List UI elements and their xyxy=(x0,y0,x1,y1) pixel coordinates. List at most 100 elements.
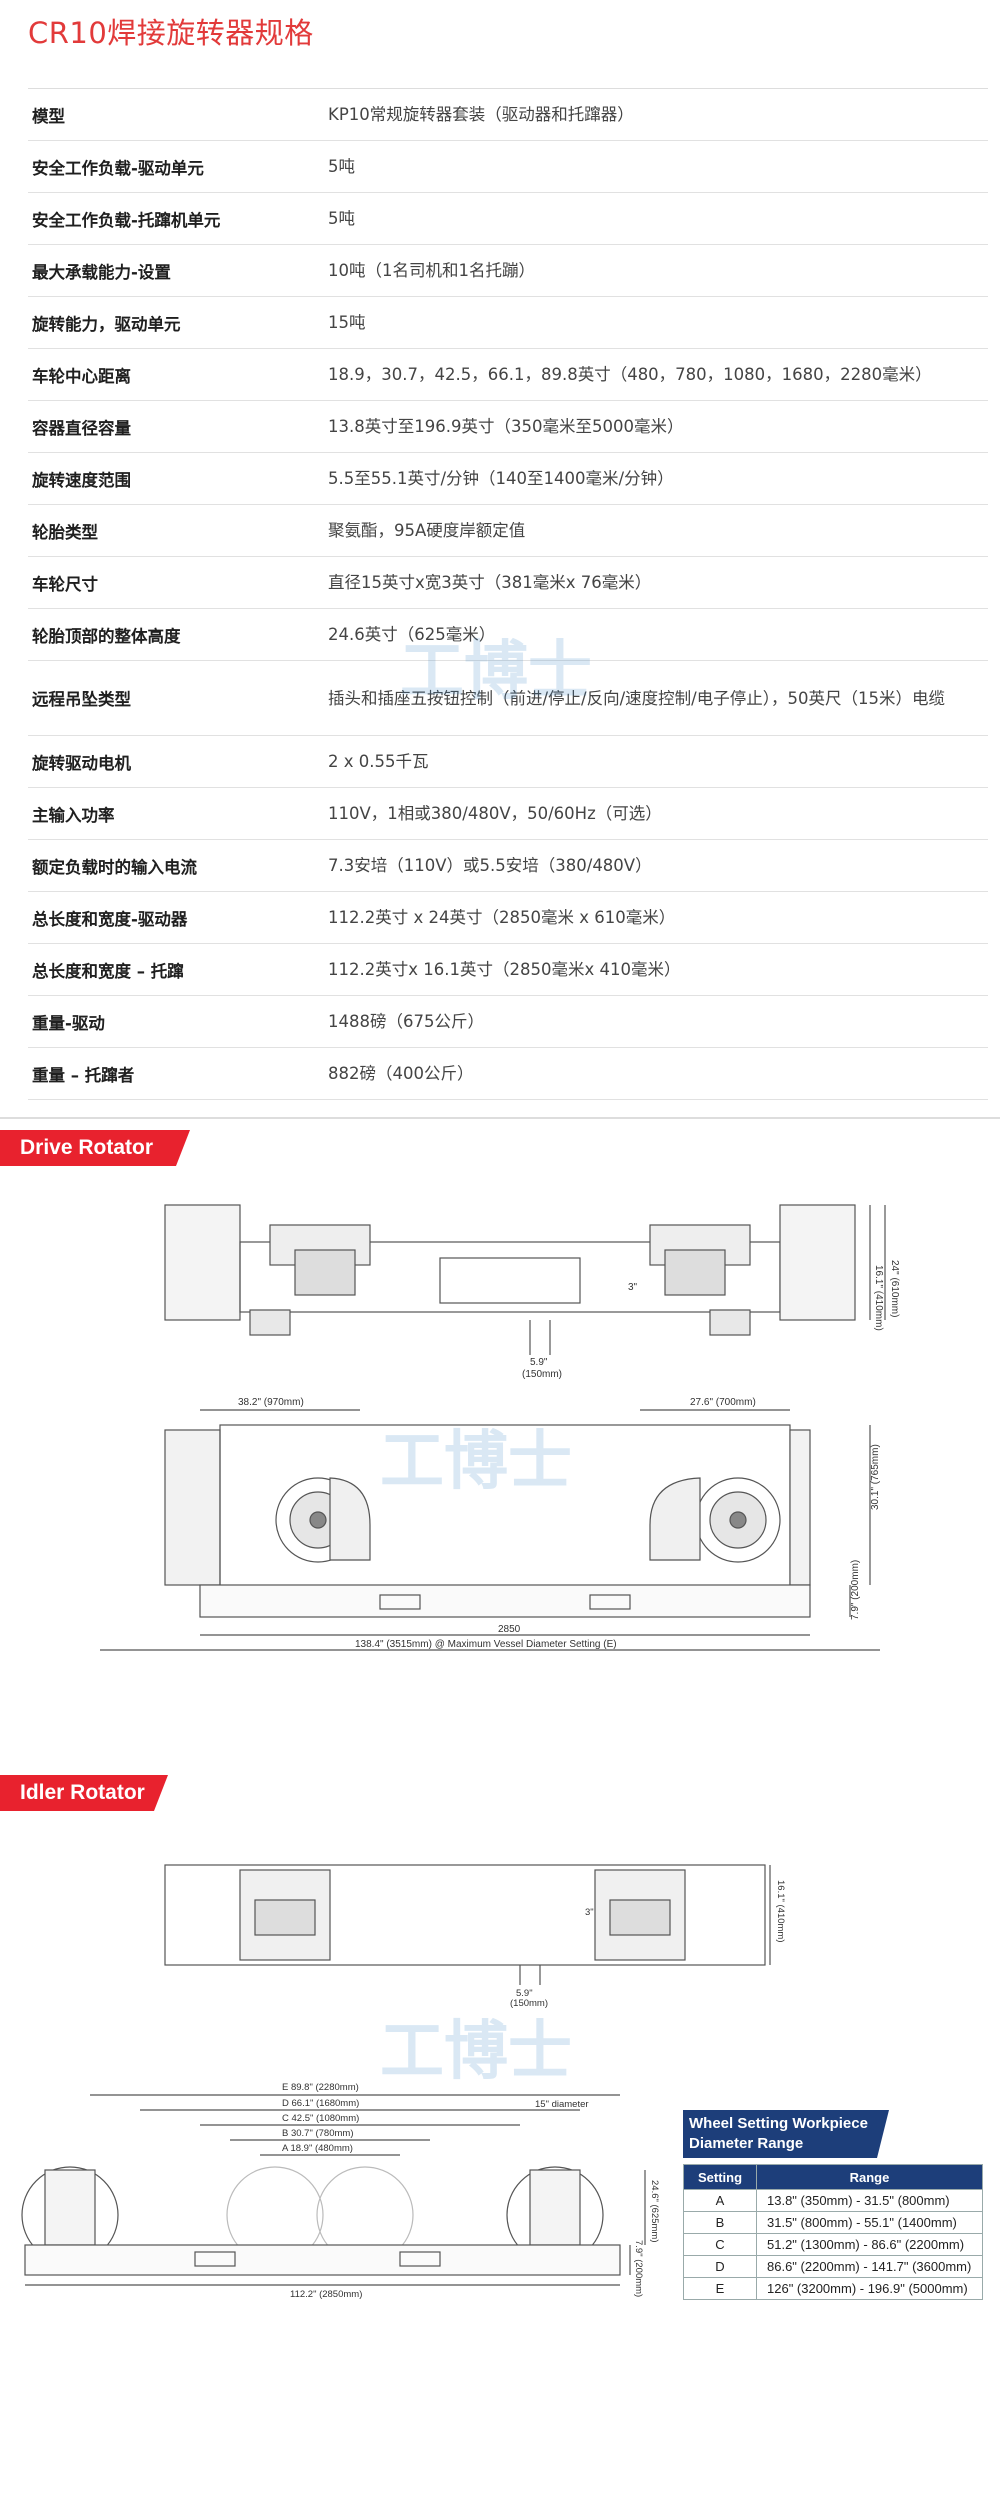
spec-value: 110V，1相或380/480V，50/60Hz（可选） xyxy=(328,804,662,823)
setting-cell: B xyxy=(683,2211,757,2234)
idler-dim-E: E 89.8" (2280mm) xyxy=(282,2082,359,2093)
spec-value: 直径15英寸x宽3英寸（381毫米x 76毫米） xyxy=(328,573,652,592)
spec-key: 重量 – 托蹿者 xyxy=(32,1065,135,1085)
setting-cell: D xyxy=(683,2255,757,2278)
divider xyxy=(0,1117,1000,1119)
idler-dim-C: C 42.5" (1080mm) xyxy=(282,2113,359,2124)
idler-dim-150b: (150mm) xyxy=(510,1998,548,2009)
spec-row: 车轮尺寸 直径15英寸x宽3英寸（381毫米x 76毫米） xyxy=(28,557,988,609)
drive-dim-150a: 5.9" xyxy=(530,1357,548,1368)
idler-dim-150a: 5.9" xyxy=(516,1988,533,1999)
col-setting: Setting xyxy=(683,2164,757,2190)
setting-cell: E xyxy=(683,2277,757,2300)
setting-cell: A xyxy=(683,2189,757,2212)
spec-key: 车轮中心距离 xyxy=(32,366,131,386)
spec-row: 主输入功率 110V，1相或380/480V，50/60Hz（可选） xyxy=(28,788,988,840)
spec-key: 模型 xyxy=(32,106,65,126)
spec-value: 112.2英寸 x 24英寸（2850毫米 x 610毫米） xyxy=(328,908,676,927)
spec-row: 远程吊坠类型 插头和插座五按钮控制（前进/停止/反向/速度控制/电子停止），50英… xyxy=(28,661,988,736)
drive-dim-h1: 16.1" (410mm) xyxy=(873,1265,884,1331)
drive-dim-h2: 24" (610mm) xyxy=(889,1260,900,1317)
spec-key: 旋转能力，驱动单元 xyxy=(32,314,181,334)
spec-key: 车轮尺寸 xyxy=(32,574,98,594)
spec-row: 轮胎顶部的整体高度 24.6英寸（625毫米） xyxy=(28,609,988,661)
idler-dim-tall: 24.6" (625mm) xyxy=(649,2180,660,2243)
idler-dim-B: B 30.7" (780mm) xyxy=(282,2128,353,2139)
spec-value: 18.9，30.7，42.5，66.1，89.8英寸（480，780，1080，… xyxy=(328,365,932,384)
idler-dim-A: A 18.9" (480mm) xyxy=(282,2143,353,2154)
spec-row: 重量-驱动 1488磅（675公斤） xyxy=(28,996,988,1048)
spec-value: 882磅（400公斤） xyxy=(328,1064,474,1083)
drive-dim-150b: (150mm) xyxy=(522,1369,562,1380)
drive-dim-base: 7.9" (200mm) xyxy=(850,1560,861,1620)
watermark: 工博士 xyxy=(380,2015,572,2089)
spec-key: 旋转速度范围 xyxy=(32,470,131,490)
spec-value: 5.5至55.1英寸/分钟（140至1400毫米/分钟） xyxy=(328,469,674,488)
drive-rotator-drawing: 24" (610mm) 16.1" (410mm) 3" 5.9" (150mm… xyxy=(100,1204,900,1651)
spec-row: 旋转速度范围 5.5至55.1英寸/分钟（140至1400毫米/分钟） xyxy=(28,453,988,505)
spec-row: 最大承载能力-设置 10吨（1名司机和1名托蹦） xyxy=(28,245,988,297)
col-range: Range xyxy=(756,2164,983,2190)
range-cell: 31.5" (800mm) - 55.1" (1400mm) xyxy=(756,2211,983,2234)
spec-value: 13.8英寸至196.9英寸（350毫米至5000毫米） xyxy=(328,417,684,436)
spec-value: 插头和插座五按钮控制（前进/停止/反向/速度控制/电子停止），50英尺（15米）… xyxy=(328,688,945,708)
spec-row: 总长度和宽度-驱动器 112.2英寸 x 24英寸（2850毫米 x 610毫米） xyxy=(28,892,988,944)
spec-row: 额定负载时的输入电流 7.3安培（110V）或5.5安培（380/480V） xyxy=(28,840,988,892)
spec-key: 重量-驱动 xyxy=(32,1013,105,1033)
wheel-table-title-line2: Diameter Range xyxy=(689,2135,804,2152)
idler-rotator-banner: Idler Rotator xyxy=(0,1775,168,1811)
page-title: CR10焊接旋转器规格 xyxy=(28,16,314,50)
range-cell: 51.2" (1300mm) - 86.6" (2200mm) xyxy=(756,2233,983,2256)
spec-value: 1488磅（675公斤） xyxy=(328,1012,484,1031)
spec-key: 安全工作负载-驱动单元 xyxy=(32,158,204,178)
spec-row: 重量 – 托蹿者 882磅（400公斤） xyxy=(28,1048,988,1100)
spec-key: 额定负载时的输入电流 xyxy=(32,857,197,877)
spec-key: 安全工作负载-托蹿机单元 xyxy=(32,210,221,230)
spec-key: 远程吊坠类型 xyxy=(32,690,131,709)
spec-key: 容器直径容量 xyxy=(32,418,131,438)
spec-value: 聚氨酯，95A硬度岸额定值 xyxy=(328,521,526,540)
spec-row: 模型 KP10常规旋转器套装（驱动器和托蹿器） xyxy=(28,89,988,141)
range-cell: 86.6" (2200mm) - 141.7" (3600mm) xyxy=(756,2255,983,2278)
spec-value: 7.3安培（110V）或5.5安培（380/480V） xyxy=(328,856,652,875)
drive-dim-right: 27.6" (700mm) xyxy=(690,1397,756,1408)
watermark: 工博士 xyxy=(400,635,592,709)
range-cell: 126" (3200mm) - 196.9" (5000mm) xyxy=(756,2277,983,2300)
idler-dim-D: D 66.1" (1680mm) xyxy=(282,2098,359,2109)
spec-key: 最大承载能力-设置 xyxy=(32,262,171,282)
drive-dim-len: 2850 xyxy=(498,1624,521,1635)
idler-dim-base: 7.9" (200mm) xyxy=(633,2240,644,2297)
spec-key: 轮胎顶部的整体高度 xyxy=(32,626,181,646)
spec-row: 容器直径容量 13.8英寸至196.9英寸（350毫米至5000毫米） xyxy=(28,401,988,453)
idler-dim-small: 3" xyxy=(585,1907,594,1918)
drive-dim-left: 38.2" (970mm) xyxy=(238,1397,304,1408)
idler-dim-len: 112.2" (2850mm) xyxy=(290,2289,362,2300)
wheel-table-title-line1: Wheel Setting Workpiece xyxy=(689,2115,868,2132)
spec-key: 总长度和宽度 – 托蹿 xyxy=(32,961,184,981)
spec-value: 112.2英寸x 16.1英寸（2850毫米x 410毫米） xyxy=(328,960,681,979)
spec-row: 总长度和宽度 – 托蹿 112.2英寸x 16.1英寸（2850毫米x 410毫米… xyxy=(28,944,988,996)
spec-key: 旋转驱动电机 xyxy=(32,753,131,773)
spec-key: 主输入功率 xyxy=(32,805,115,825)
idler-dim-h: 16.1" (410mm) xyxy=(775,1880,786,1943)
watermark: 工博士 xyxy=(380,1425,572,1499)
idler-dim-dia: 15" diameter xyxy=(535,2099,589,2110)
spec-value: 10吨（1名司机和1名托蹦） xyxy=(328,261,535,280)
spec-key: 总长度和宽度-驱动器 xyxy=(32,909,188,929)
drive-dim-tall: 30.1" (765mm) xyxy=(870,1444,881,1510)
drive-dim-small: 3" xyxy=(628,1282,638,1293)
spec-row: 车轮中心距离 18.9，30.7，42.5，66.1，89.8英寸（480，780… xyxy=(28,349,988,401)
spec-value: 24.6英寸（625毫米） xyxy=(328,625,496,644)
spec-row: 旋转驱动电机 2 x 0.55千瓦 xyxy=(28,736,988,788)
spec-value: KP10常规旋转器套装（驱动器和托蹿器） xyxy=(328,105,634,124)
spec-value: 2 x 0.55千瓦 xyxy=(328,752,429,771)
